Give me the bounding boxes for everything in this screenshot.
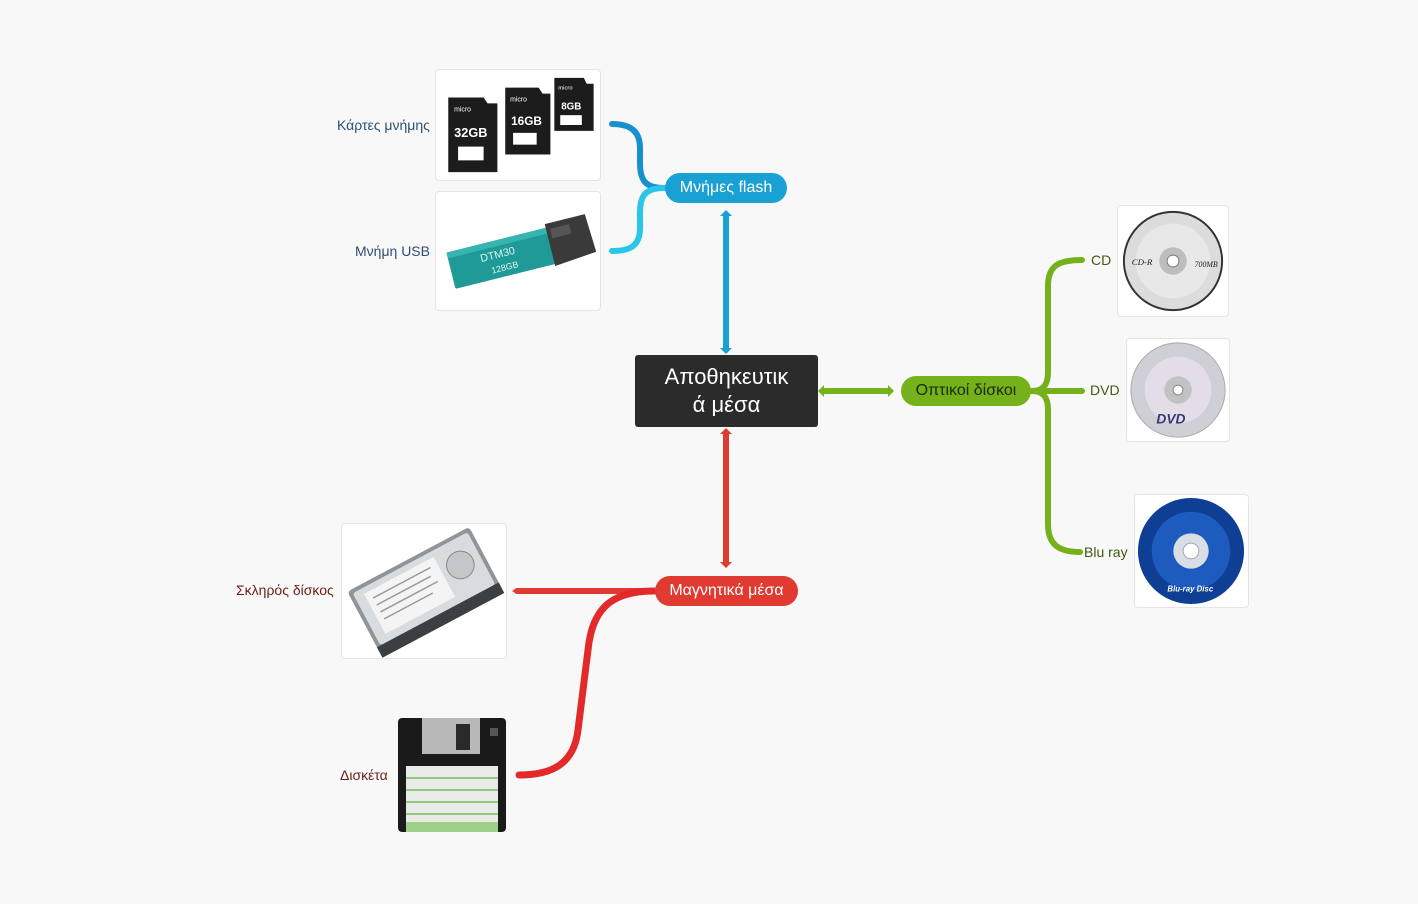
hard-disk-image xyxy=(341,523,507,659)
bluray-disc-image: Blu-ray Disc xyxy=(1134,494,1249,608)
sd-card-8gb: micro 8GB xyxy=(554,77,594,131)
leaf-label-hard-disk[interactable]: Σκληρός δίσκος xyxy=(236,582,334,598)
svg-text:8GB: 8GB xyxy=(561,101,581,112)
connector-optical-bluray xyxy=(1029,388,1083,555)
svg-text:16GB: 16GB xyxy=(511,115,542,128)
connector-optical-cd xyxy=(1029,257,1085,394)
svg-text:CD-R: CD-R xyxy=(1132,257,1153,267)
connector-magnetic-floppy xyxy=(515,587,658,779)
branch-flash-memory[interactable]: Μνήμες flash xyxy=(665,173,787,203)
leaf-label-dvd[interactable]: DVD xyxy=(1090,382,1120,398)
connector-flash-usb xyxy=(609,185,667,254)
branch-magnetic-media[interactable]: Μαγνητικά μέσα xyxy=(655,576,798,606)
sd-card-16gb: micro 16GB xyxy=(505,87,551,155)
leaf-label-floppy[interactable]: Δισκέτα xyxy=(340,767,388,783)
svg-text:Blu-ray Disc: Blu-ray Disc xyxy=(1167,584,1213,593)
memory-cards-image: micro 32GB micro 16GB micro 8GB xyxy=(435,69,601,181)
svg-text:micro: micro xyxy=(454,106,471,113)
leaf-label-memory-cards[interactable]: Κάρτες μνήμης xyxy=(337,117,430,133)
leaf-label-usb[interactable]: Μνήμη USB xyxy=(355,243,430,259)
svg-text:micro: micro xyxy=(558,86,573,92)
floppy-disk-image xyxy=(398,718,506,832)
cd-disc-image: CD-R 700MB xyxy=(1117,205,1229,317)
leaf-label-bluray[interactable]: Blu ray xyxy=(1084,544,1128,560)
leaf-label-cd[interactable]: CD xyxy=(1091,252,1112,268)
svg-text:micro: micro xyxy=(510,96,527,103)
sd-card-32gb: micro 32GB xyxy=(448,97,498,173)
svg-text:DVD: DVD xyxy=(1156,411,1185,426)
dvd-disc-image: DVD xyxy=(1126,338,1230,442)
svg-text:32GB: 32GB xyxy=(454,125,487,140)
usb-stick-image: DTM30 128GB xyxy=(435,191,601,311)
branch-optical-discs[interactable]: Οπτικοί δίσκοι xyxy=(901,376,1031,406)
connector-flash-memory-cards xyxy=(609,121,667,191)
svg-text:700MB: 700MB xyxy=(1195,260,1218,269)
